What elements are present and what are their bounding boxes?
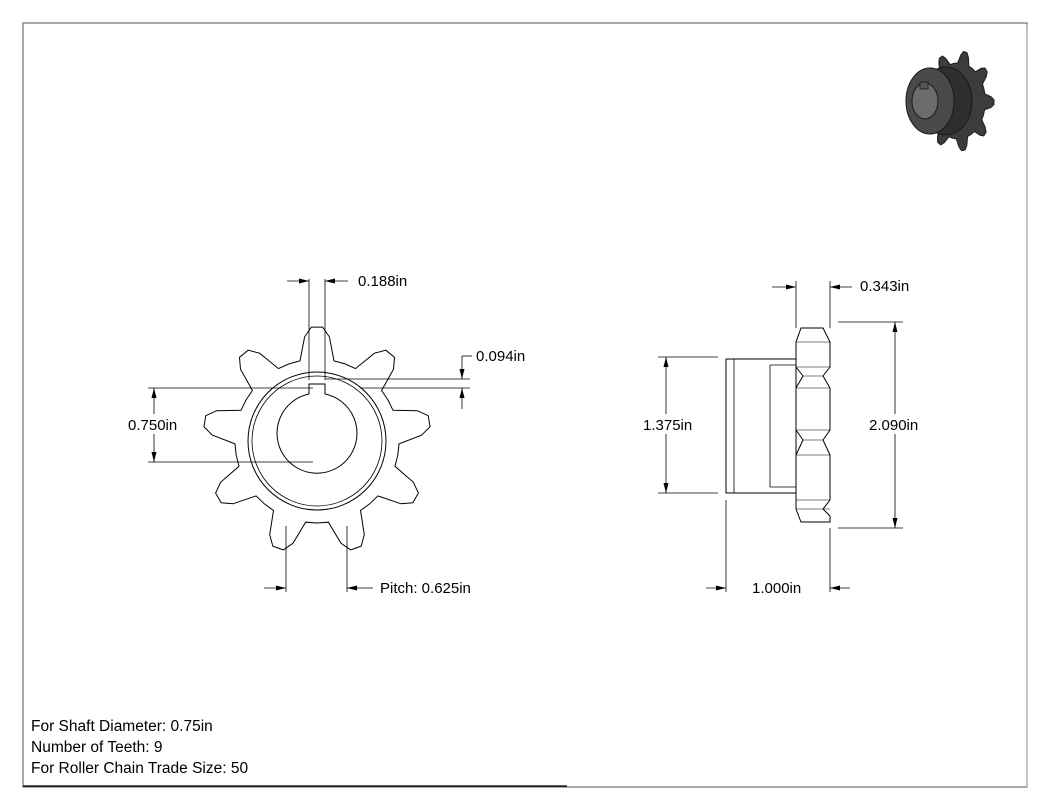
teeth-profile [795, 327, 831, 523]
title-notes: For Shaft Diameter: 0.75in Number of Tee… [31, 716, 248, 779]
arrow-head [459, 388, 465, 398]
isometric-view [905, 51, 995, 152]
arrow-head [299, 278, 309, 284]
arrow-head [892, 518, 898, 528]
arrow-head [276, 585, 286, 591]
hub-diameter-label: 1.375in [643, 417, 692, 434]
arrow-head [663, 357, 669, 367]
bore-label: 0.750in [128, 417, 177, 434]
arrow-head [892, 322, 898, 332]
teeth-count-note: Number of Teeth: 9 [31, 739, 163, 756]
arrow-head [151, 388, 157, 398]
outer-diameter-label: 2.090in [869, 417, 918, 434]
arrow-head [716, 585, 726, 591]
label-bg [126, 414, 182, 434]
label-bg [641, 414, 697, 434]
shaft-diameter-note: For Shaft Diameter: 0.75in [31, 718, 213, 735]
arrow-head [347, 585, 357, 591]
arrow-head [830, 284, 840, 290]
arrow-head [459, 369, 465, 379]
hub-circle-outer [247, 371, 387, 511]
hub-body [725, 358, 797, 494]
iso-keyway [919, 81, 929, 90]
keyway-depth-label: 0.094in [476, 348, 525, 365]
side-view: 0.343in 1.375in 2.090in 1.000in [641, 278, 923, 597]
keyway-width-label: 0.188in [358, 273, 407, 290]
arrow-head [786, 284, 796, 290]
bore-with-keyway [276, 383, 358, 474]
hub-circle-inner [251, 375, 383, 507]
overall-length-label: 1.000in [752, 580, 801, 597]
chain-size-note: For Roller Chain Trade Size: 50 [31, 760, 249, 777]
pitch-label: Pitch: 0.625in [380, 580, 471, 597]
arrow-head [663, 483, 669, 493]
front-view: 0.188in 0.094in 0.750in Pitch: 0.625in [126, 273, 525, 597]
tooth-width-label: 0.343in [860, 278, 909, 295]
arrow-head [830, 585, 840, 591]
drawing-border [22, 22, 1028, 788]
sprocket-outline [203, 326, 431, 551]
arrow-head [325, 278, 335, 284]
arrow-head [151, 452, 157, 462]
label-bg [867, 414, 923, 434]
